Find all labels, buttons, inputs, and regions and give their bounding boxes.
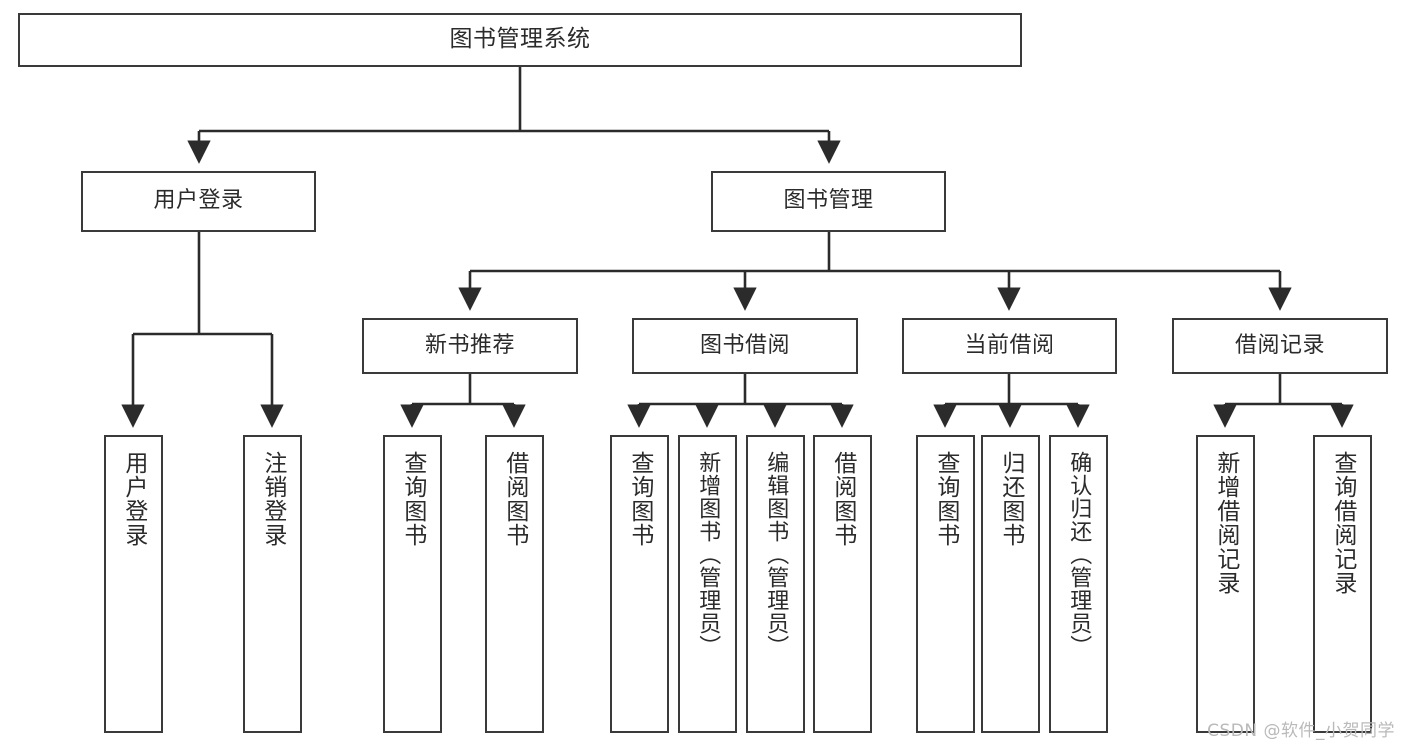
- leaf-return-book[interactable]: 归还图书: [981, 435, 1040, 733]
- node-label: 查询借阅记录: [1329, 451, 1356, 595]
- leaf-borrow-book-recommend[interactable]: 借阅图书: [485, 435, 544, 733]
- node-label: 新增借阅记录: [1212, 451, 1239, 595]
- node-label: 图书管理系统: [449, 26, 591, 53]
- node-label: 当前借阅: [964, 332, 1055, 358]
- node-user-login[interactable]: 用户登录: [81, 171, 316, 232]
- node-label: 查询图书: [399, 451, 426, 547]
- leaf-query-borrow-record[interactable]: 查询借阅记录: [1313, 435, 1372, 733]
- node-new-book-recommendation[interactable]: 新书推荐: [362, 318, 578, 374]
- node-label: 借阅图书: [501, 451, 528, 547]
- node-label: 图书管理: [783, 188, 874, 214]
- leaf-user-login[interactable]: 用户登录: [104, 435, 163, 733]
- leaf-add-book-admin[interactable]: 新增图书（管理员）: [678, 435, 737, 733]
- leaf-logout[interactable]: 注销登录: [243, 435, 302, 733]
- leaf-query-book-borrow[interactable]: 查询图书: [610, 435, 669, 733]
- node-label: 用户登录: [120, 451, 147, 547]
- leaf-add-borrow-record[interactable]: 新增借阅记录: [1196, 435, 1255, 733]
- node-current-borrowing[interactable]: 当前借阅: [902, 318, 1117, 374]
- node-label: 新增图书（管理员）: [695, 451, 721, 658]
- node-borrowing-record[interactable]: 借阅记录: [1172, 318, 1388, 374]
- leaf-query-book-current[interactable]: 查询图书: [916, 435, 975, 733]
- node-label: 借阅记录: [1234, 332, 1325, 358]
- node-label: 借阅图书: [829, 451, 856, 547]
- node-label: 用户登录: [153, 188, 244, 214]
- node-label: 归还图书: [997, 451, 1024, 547]
- node-book-borrowing[interactable]: 图书借阅: [632, 318, 858, 374]
- leaf-query-book-recommend[interactable]: 查询图书: [383, 435, 442, 733]
- node-book-management[interactable]: 图书管理: [711, 171, 946, 232]
- csdn-watermark: CSDN @软件_小贺同学: [1207, 721, 1395, 741]
- leaf-borrow-book[interactable]: 借阅图书: [813, 435, 872, 733]
- node-label: 编辑图书（管理员）: [763, 451, 789, 658]
- node-label: 查询图书: [626, 451, 653, 547]
- node-label: 注销登录: [259, 451, 286, 547]
- node-label: 查询图书: [932, 451, 959, 547]
- node-label: 新书推荐: [424, 332, 515, 358]
- node-label: 图书借阅: [699, 332, 790, 358]
- leaf-confirm-return-admin[interactable]: 确认归还（管理员）: [1049, 435, 1108, 733]
- node-label: 确认归还（管理员）: [1066, 451, 1092, 658]
- node-root-book-management-system[interactable]: 图书管理系统: [18, 13, 1022, 67]
- leaf-edit-book-admin[interactable]: 编辑图书（管理员）: [746, 435, 805, 733]
